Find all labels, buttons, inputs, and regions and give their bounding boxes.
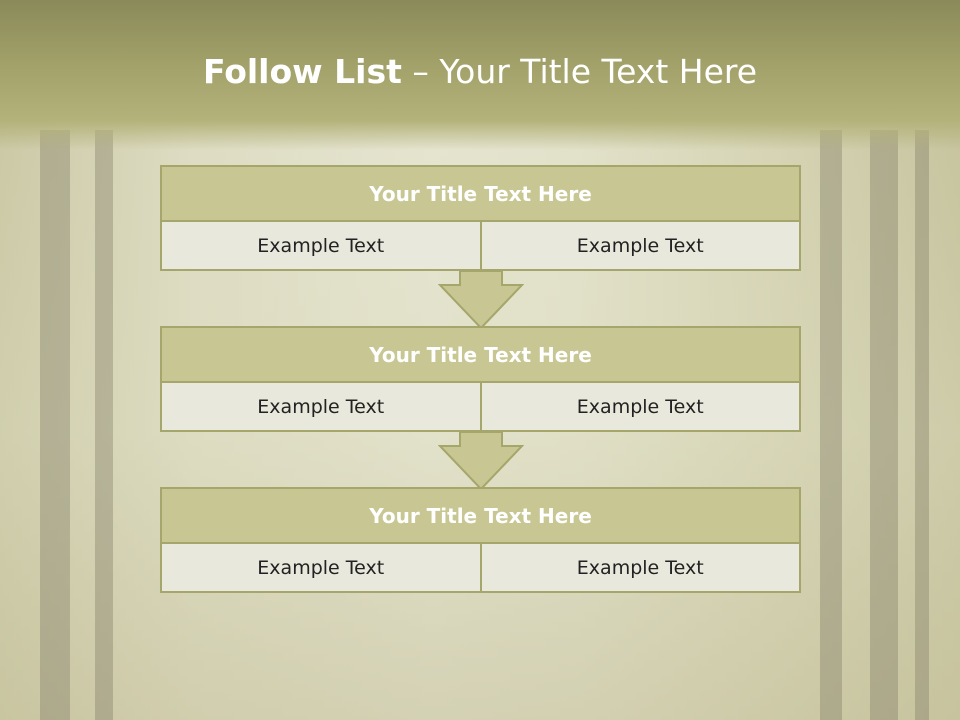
step-row: Example Text Example Text [160,383,801,432]
tree-trunk [40,130,70,720]
title-rest-part: – Your Title Text Here [401,52,758,91]
slide-title: Follow List – Your Title Text Here [0,52,960,91]
title-bold-part: Follow List [202,52,402,91]
step-cell-left: Example Text [160,222,482,271]
step-title: Your Title Text Here [160,487,801,544]
down-arrow-icon [438,271,524,329]
down-arrow-icon [438,432,524,490]
tree-trunk [820,130,842,720]
title-band [0,0,960,150]
step-title: Your Title Text Here [160,326,801,383]
step-box-1: Your Title Text Here Example Text Exampl… [160,165,801,271]
step-cell-right: Example Text [481,383,801,432]
step-row: Example Text Example Text [160,222,801,271]
tree-trunk [95,130,113,720]
step-cell-left: Example Text [160,383,482,432]
step-title: Your Title Text Here [160,165,801,222]
tree-trunk [915,130,929,720]
step-row: Example Text Example Text [160,544,801,593]
step-cell-right: Example Text [481,544,801,593]
step-box-3: Your Title Text Here Example Text Exampl… [160,487,801,593]
step-cell-right: Example Text [481,222,801,271]
step-box-2: Your Title Text Here Example Text Exampl… [160,326,801,432]
tree-trunk [870,130,898,720]
step-cell-left: Example Text [160,544,482,593]
